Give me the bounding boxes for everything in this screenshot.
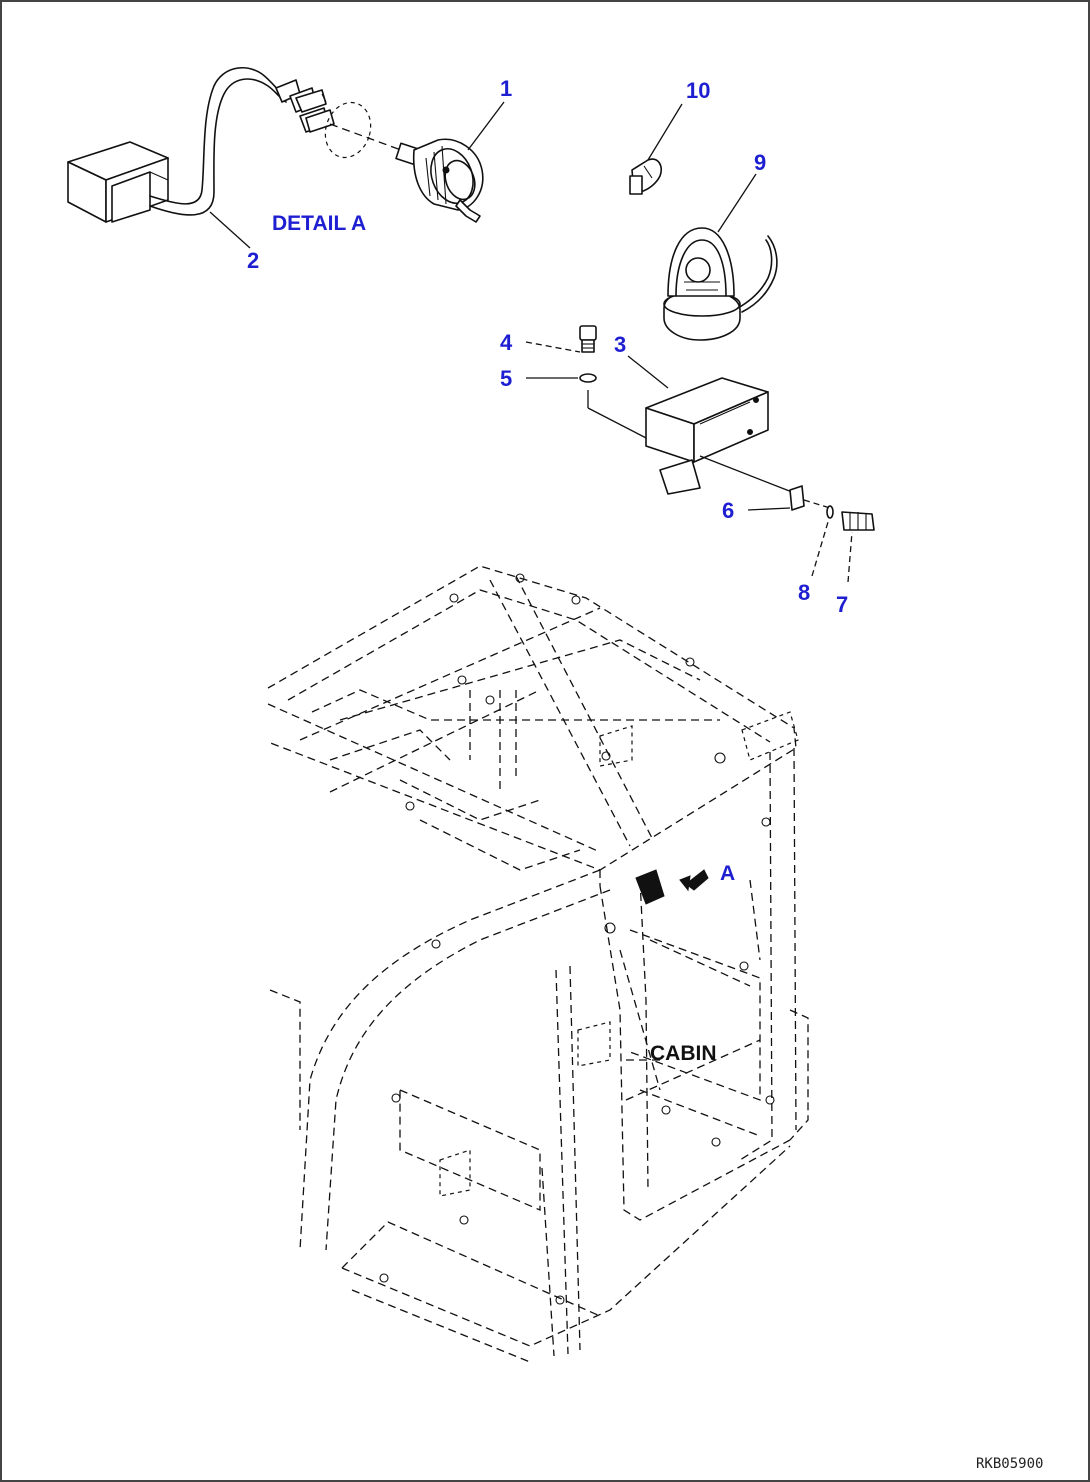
callout-3: 3 [614,332,626,357]
callout-1: 1 [500,76,512,101]
detail-a-assembly [67,66,484,223]
detail-a-label: DETAIL A [272,212,366,235]
gasket-ring [324,101,372,159]
cabin-label: CABIN [650,1042,717,1065]
bolt-axis-6 [699,455,793,493]
spade-connectors [275,79,335,133]
bolt-7 [841,511,875,531]
switch-body-1 [395,138,484,223]
callout-6: 6 [722,498,734,523]
harness-connector-block [67,141,169,223]
callout-9: 9 [754,150,766,175]
rotary-beacon-9 [663,227,778,341]
callout-8: 8 [798,580,810,605]
view-marker-a: A [720,862,735,885]
washer-8 [826,505,834,519]
wire-harness-2 [149,66,287,216]
callout-2: 2 [247,248,259,273]
bolt-4 [579,325,597,353]
bulb-10 [629,158,663,195]
callout-7: 7 [836,592,848,617]
detail-a-location [635,869,709,905]
bracket-3 [645,377,769,495]
drawing-reference: RKB05900 [976,1456,1043,1472]
callout-10: 10 [686,78,710,103]
nut-6 [789,485,805,511]
washer-5 [579,373,597,383]
callout-numbers: 1 2 3 4 5 6 7 8 9 10 [247,76,848,617]
callout-4: 4 [500,330,513,355]
cabin-frame [267,565,809,1363]
callout-leaders [209,101,853,583]
callout-5: 5 [500,366,512,391]
